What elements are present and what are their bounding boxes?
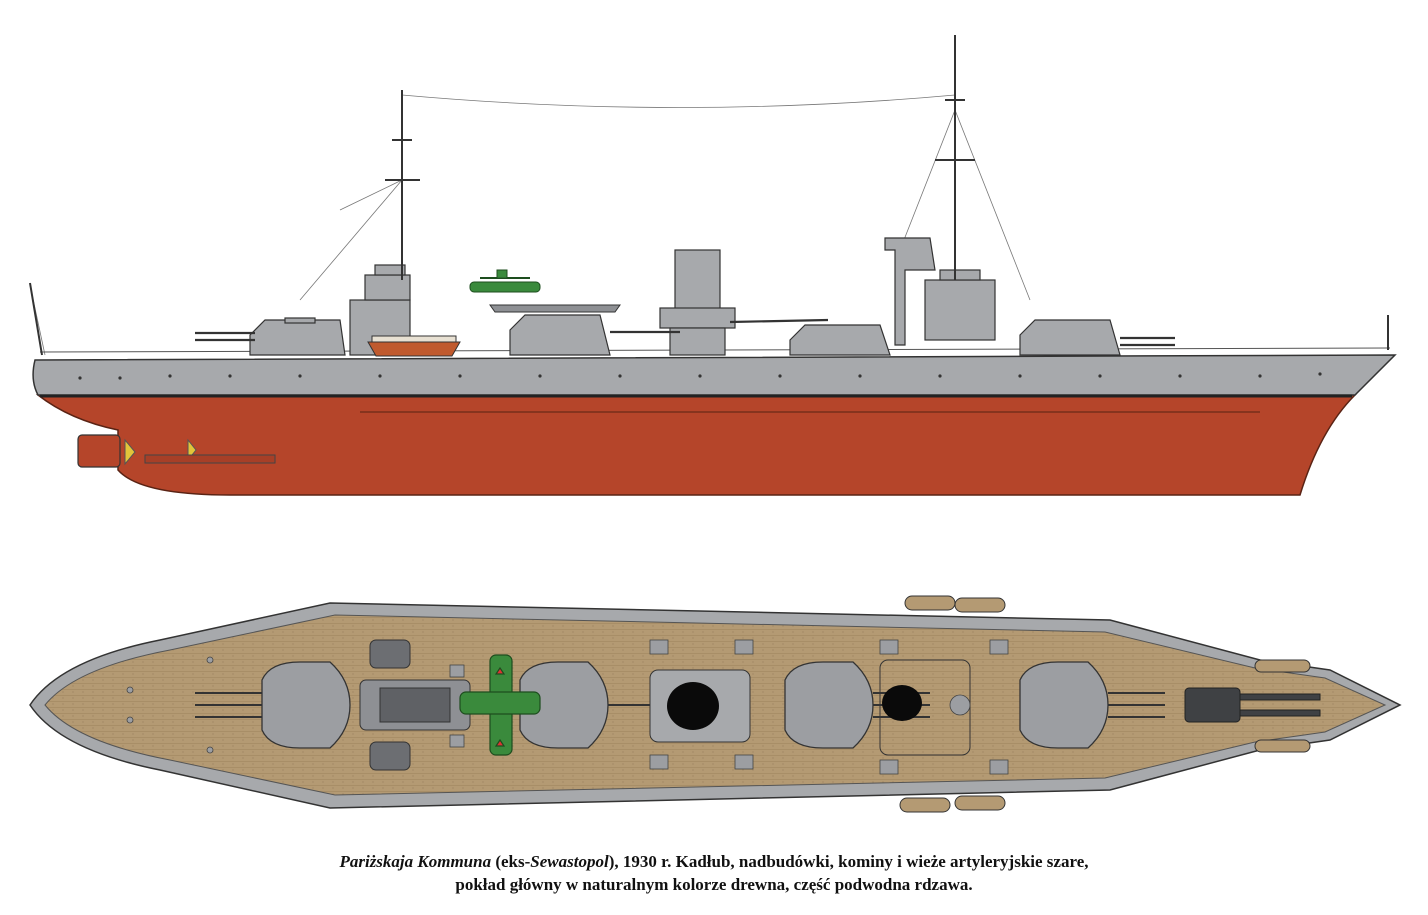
masts xyxy=(29,35,1389,356)
plan-boats xyxy=(899,595,1311,813)
side-profile-view xyxy=(29,35,1397,496)
gun-barrels xyxy=(195,318,1175,347)
former-ship-name: Sewastopol xyxy=(530,852,609,871)
superstructure xyxy=(249,237,1121,356)
underwater-hull xyxy=(35,394,1357,496)
plan-bridge xyxy=(359,639,471,771)
plan-seaplane xyxy=(459,654,541,756)
portholes xyxy=(78,372,1322,380)
plan-view xyxy=(29,595,1402,813)
plate-caption: Pariżskaja Kommuna (eks-Sewastopol), 193… xyxy=(0,850,1428,896)
boats xyxy=(367,335,461,357)
upper-hull xyxy=(32,354,1397,396)
catapult-and-seaplane xyxy=(469,269,621,313)
plan-main-turrets xyxy=(261,661,1109,749)
plan-deck-fittings xyxy=(126,639,1009,775)
caption-line-2: pokład główny w naturalnym kolorze drewn… xyxy=(455,875,973,894)
plan-stern-fittings xyxy=(1184,687,1321,723)
ship-name: Pariżskaja Kommuna xyxy=(339,852,492,871)
plan-funnels xyxy=(649,659,971,756)
caption-line-1-rest: ), 1930 r. Kadłub, nadbudówki, kominy i … xyxy=(608,852,1089,871)
caption-paren-open: (eks- xyxy=(491,852,531,871)
rudder-and-propellers xyxy=(77,434,276,468)
caption-line-1: Pariżskaja Kommuna (eks-Sewastopol), 193… xyxy=(0,850,1428,873)
